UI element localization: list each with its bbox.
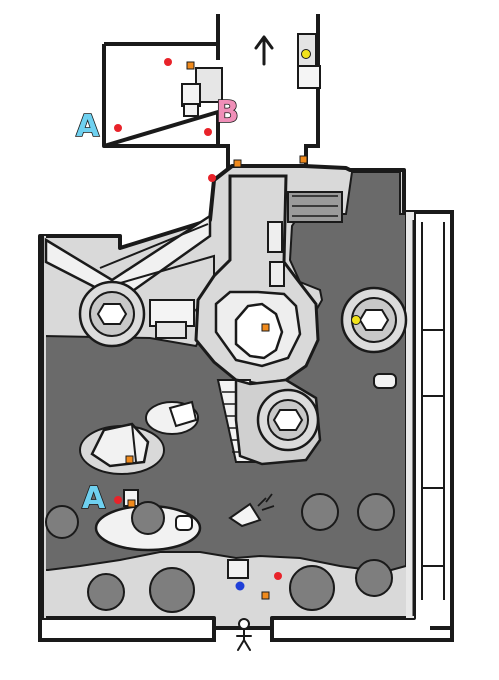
yellow-markers: [301, 49, 361, 325]
red-markers: [114, 58, 282, 580]
player-figure-icon: [236, 618, 252, 651]
tent: [79, 422, 165, 475]
rubble-small: [145, 400, 199, 435]
room-top-left: [102, 42, 223, 148]
south-door-table: [227, 559, 249, 579]
pillar-east: [340, 286, 408, 354]
crate-east: [373, 373, 397, 389]
label-b: B: [216, 95, 239, 130]
label-a-bottom: A: [82, 481, 106, 516]
up-arrow-icon: [254, 35, 274, 66]
pillar-west: [78, 280, 146, 348]
north-corridor: [216, 14, 321, 168]
chair: [181, 83, 201, 107]
south-wall: [38, 618, 454, 642]
label-a-top: A: [76, 109, 100, 144]
bones: [228, 493, 275, 528]
west-ramp: [44, 213, 215, 339]
orange-markers: [125, 61, 308, 600]
pillar-center: [256, 388, 320, 452]
east-corridor: [414, 210, 454, 630]
blue-marker: [235, 581, 245, 591]
boulders: [45, 493, 395, 613]
